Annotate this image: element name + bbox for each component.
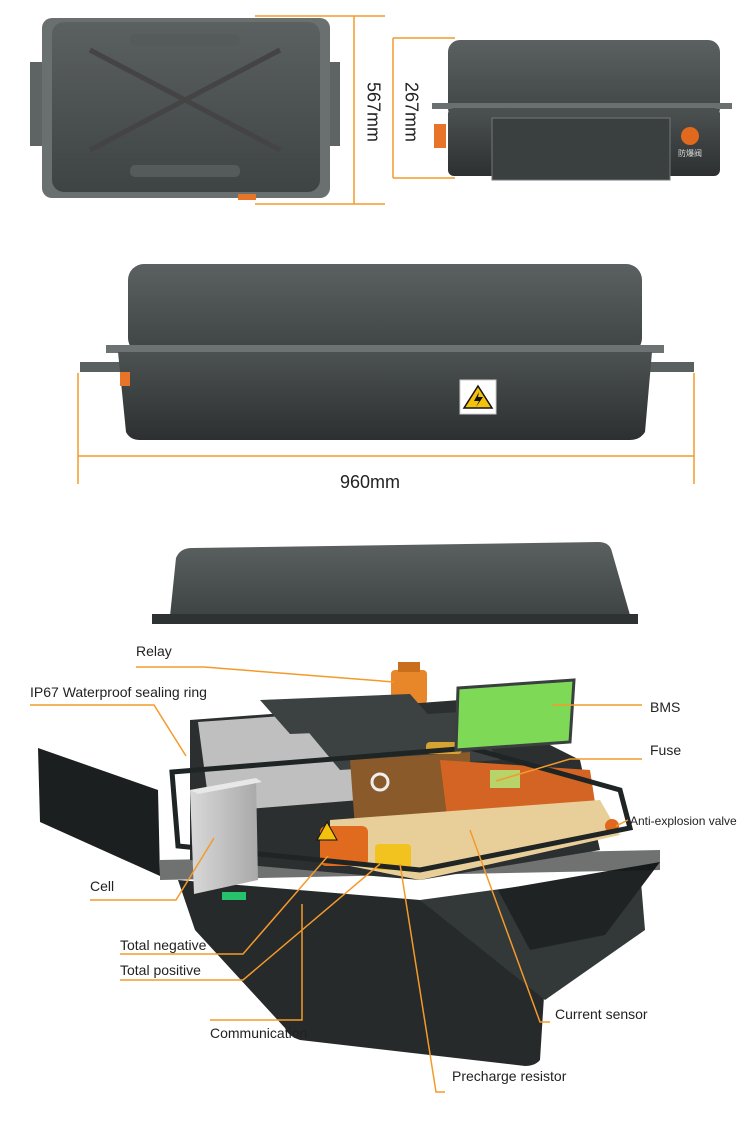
side-view-lid [448,40,720,120]
valve-text: 防爆阀 [678,148,702,158]
leader-line-current-sensor [469,829,550,1023]
front-view-seal [106,345,664,353]
leader-line-cell [90,837,215,901]
front-view-connector [120,372,130,386]
label-total-negative: Total negative [120,937,207,953]
exploded-housing-flange [498,862,660,950]
side-view: 防爆阀 267mm [392,37,732,181]
warning-icon [316,820,338,841]
label-precharge-resistor: Precharge resistor [452,1068,567,1084]
side-view-connector [434,124,446,148]
front-view-lid [128,264,642,354]
top-view-rib [130,34,240,46]
label-cell: Cell [90,878,114,894]
communication-connector [222,892,246,900]
label-current-sensor: Current sensor [555,1006,648,1022]
leader-line-communication [210,904,303,1021]
dimension-depth-label: 567mm [363,82,383,142]
label-communication: Communication [210,1025,307,1041]
leader-line-total-positive [120,863,381,981]
lightning-icon [474,392,483,407]
label-relay: Relay [136,643,172,659]
module-wiring [350,752,470,828]
terminal-ring [370,772,390,792]
label-sealing-ring: IP67 Waterproof sealing ring [30,684,207,700]
leader-line-total-negative [120,855,329,955]
leader-lines [30,666,642,1093]
leader-line-precharge [399,863,445,1093]
exploded-view [38,542,660,1066]
label-anti-explosion-valve: Anti-explosion valve [630,814,737,828]
label-fuse: Fuse [650,742,681,758]
front-view-body [118,352,652,440]
top-view: 567mm [30,15,385,205]
leader-line-valve [615,819,629,827]
leader-line-sealing-ring [30,704,187,757]
front-view: 960mm [77,264,695,492]
label-total-positive: Total positive [120,962,201,978]
leader-line-fuse-b [495,758,571,782]
loose-cell [190,778,258,894]
total-positive-terminal [375,844,411,870]
loose-cell-top [190,778,262,794]
dimension-length-label: 960mm [340,472,400,492]
bms-board [454,678,576,752]
exploded-lid [170,542,630,616]
side-panel [38,748,160,876]
side-view-flange [432,103,732,109]
leader-line-relay [136,666,395,683]
top-view-rib [130,165,240,177]
dimension-height-label: 267mm [401,82,421,142]
label-bms: BMS [650,699,680,715]
side-view-panel [491,117,671,181]
relay-part [398,662,420,672]
part-labels: Relay IP67 Waterproof sealing ring BMS F… [30,643,737,1084]
exploded-lid-flange [152,614,638,624]
top-view-connector [238,194,256,200]
top-view-rib [88,47,282,153]
valve-icon [681,127,699,145]
